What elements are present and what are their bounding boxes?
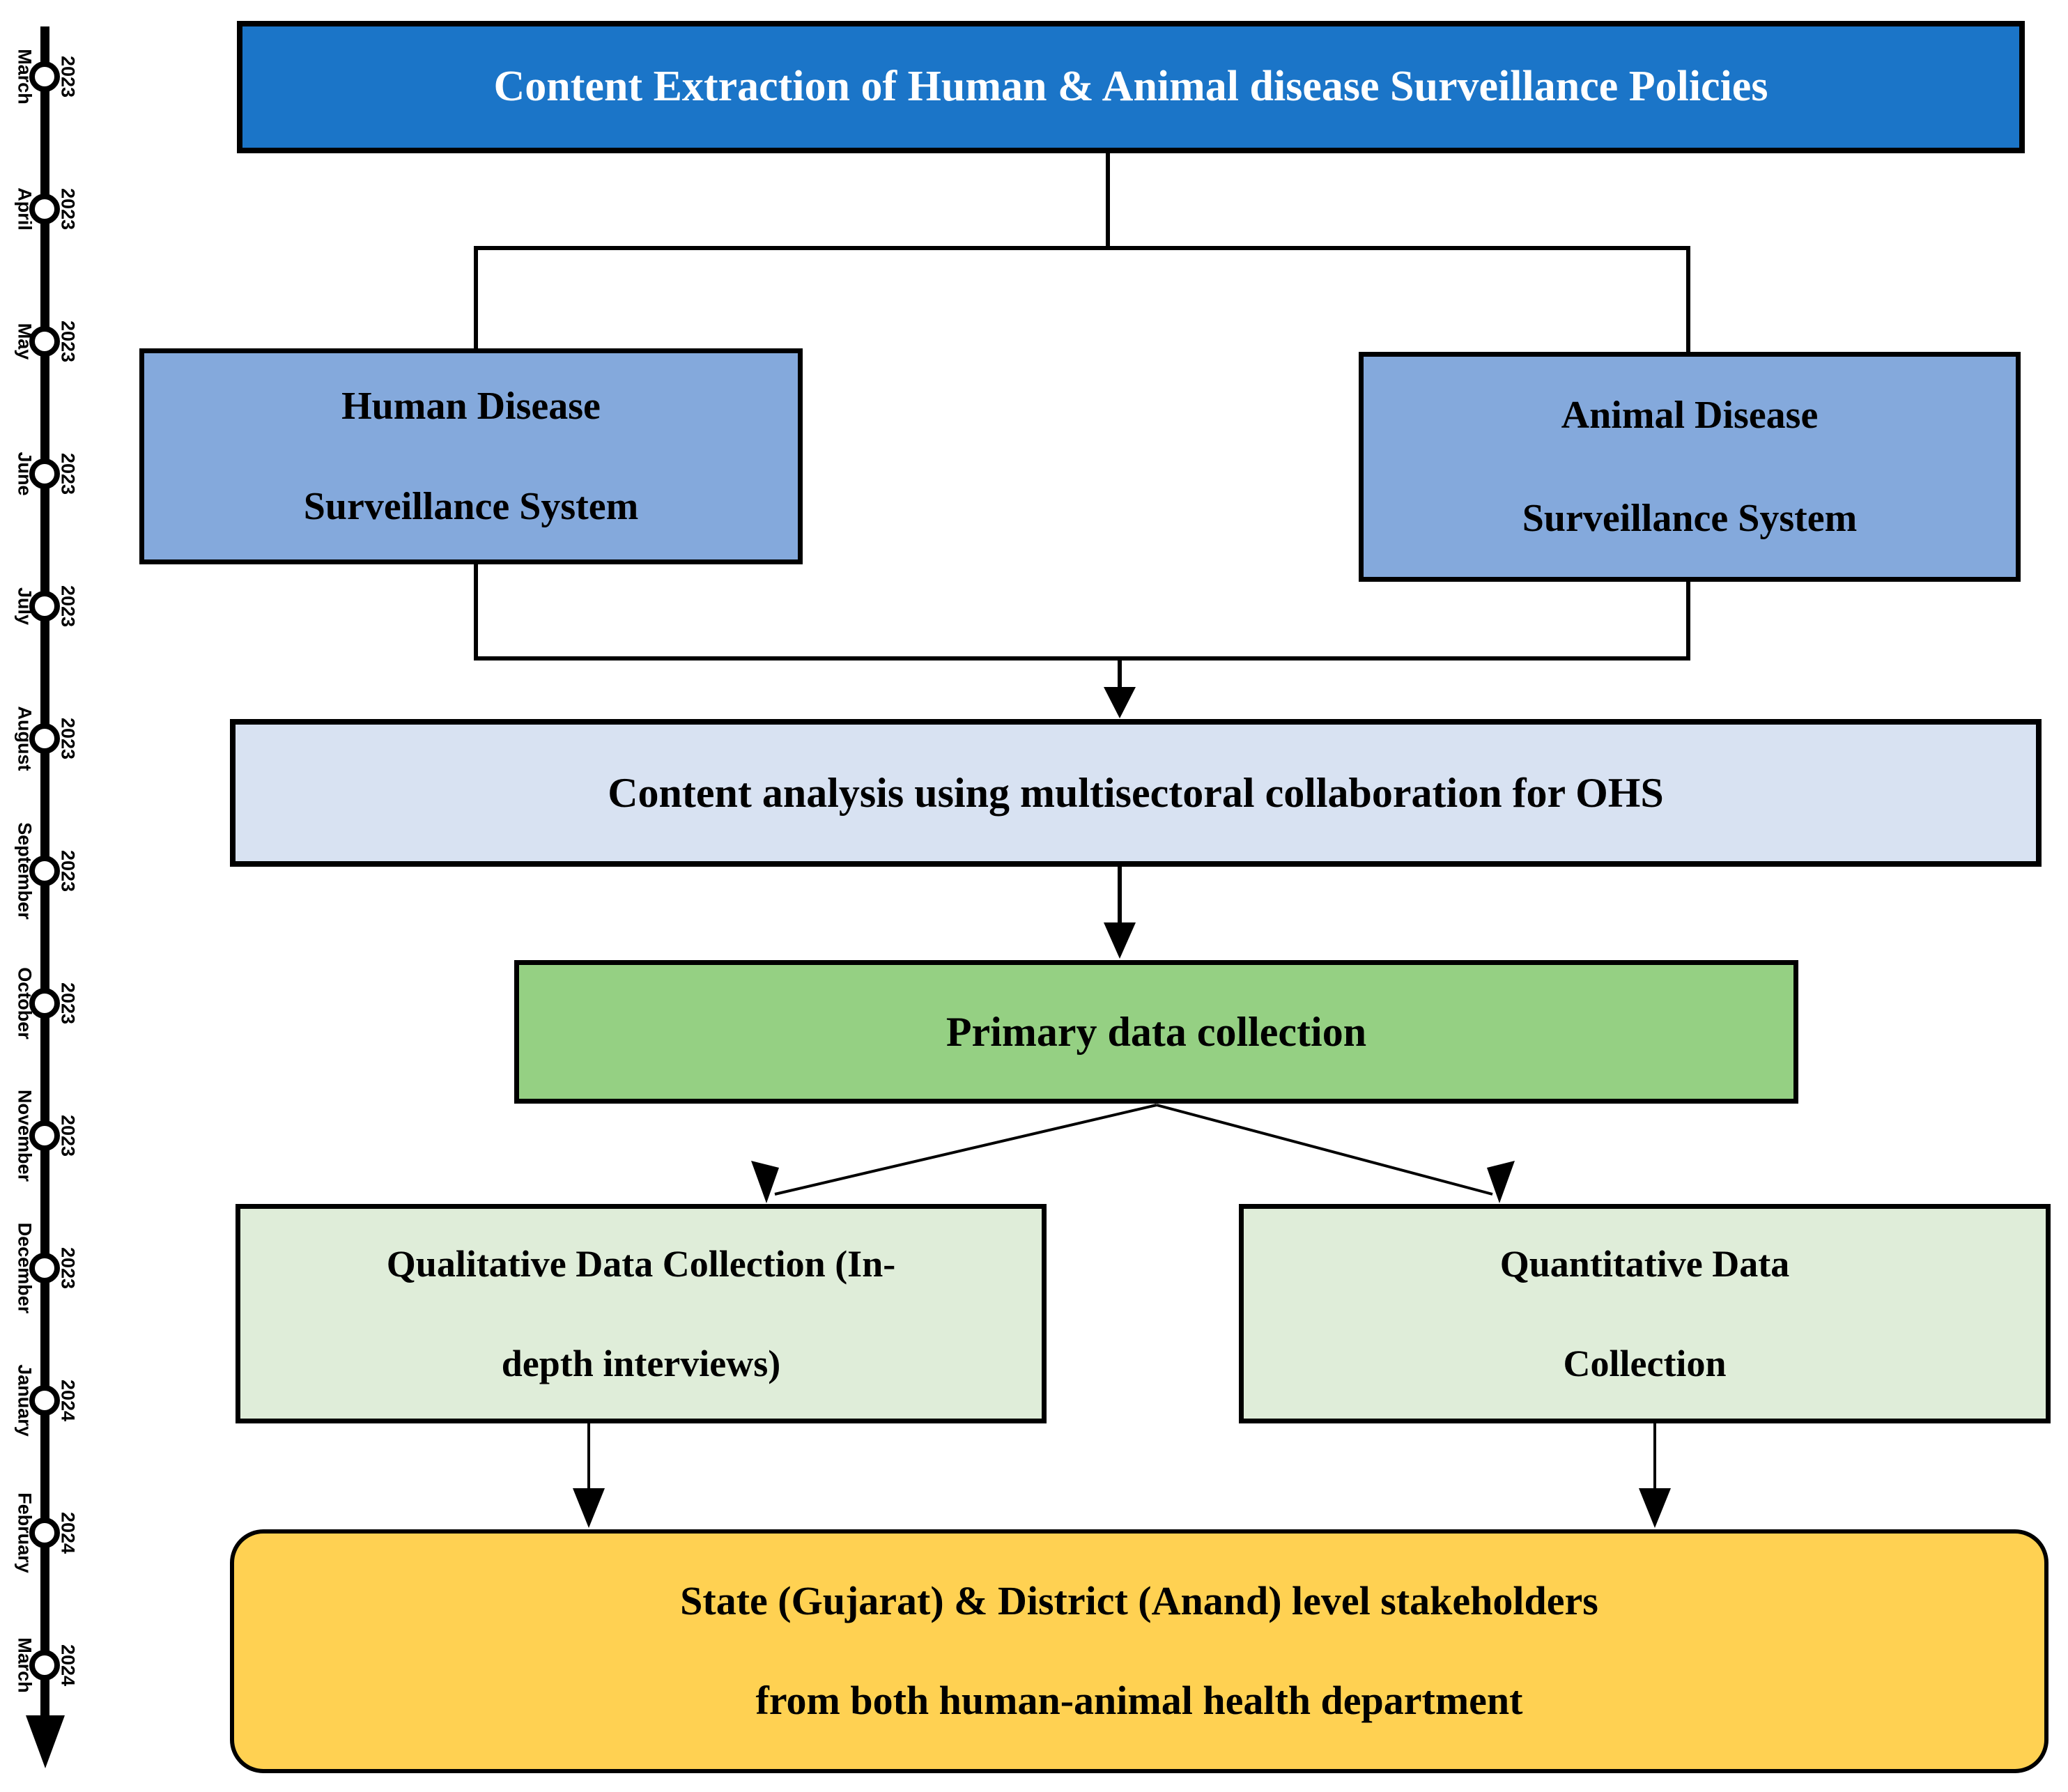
stakeholders-box-line1: State (Gujarat) & District (Anand) level… [680,1578,1598,1624]
arrowhead-right-into-stakeholders-icon [1639,1488,1671,1528]
arrowhead-into-primary-icon [1104,922,1136,959]
timeline-node-dot [29,458,60,489]
arrowhead-into-quantitative-icon [1487,1161,1515,1203]
human-box-line1: Human Disease [341,384,601,428]
timeline-node-dot [29,1517,60,1548]
timeline-node-dot [29,1120,60,1151]
qualitative-box-line1: Qualitative Data Collection (In- [386,1243,896,1285]
arrowhead-left-into-stakeholders-icon [573,1488,605,1528]
arrowhead-into-content-analysis-icon [1104,687,1136,718]
stakeholders-box-line2: from both human-animal health department [755,1678,1523,1723]
timeline-node-dot [29,326,60,357]
timeline-node-dot [29,1650,60,1681]
quantitative-box-line1: Quantitative Data [1499,1243,1790,1285]
animal-box-line1: Animal Disease [1561,393,1819,437]
qualitative-box-line2: depth interviews) [501,1342,781,1384]
quantitative-box-line2: Collection [1563,1342,1727,1384]
timeline-node-dot [29,194,60,224]
content-analysis-label: Content analysis using multisectoral col… [608,769,1664,816]
qualitative-data-collection-box: Qualitative Data Collection (In- depth i… [236,1204,1047,1423]
content-extraction-box: Content Extraction of Human & Animal dis… [237,21,2025,153]
animal-box-line2: Surveillance System [1522,497,1858,540]
content-analysis-box: Content analysis using multisectoral col… [230,719,2042,867]
arrowhead-into-qualitative-icon [751,1161,779,1203]
content-extraction-label: Content Extraction of Human & Animal dis… [493,63,1768,111]
timeline-node-dot [29,1385,60,1416]
timeline-node-dot [29,856,60,886]
animal-disease-surveillance-box: Animal Disease Surveillance System [1359,352,2021,582]
primary-data-collection-label: Primary data collection [946,1008,1367,1055]
timeline-node-dot [29,1253,60,1283]
quantitative-data-collection-box: Quantitative Data Collection [1239,1204,2051,1423]
timeline-arrowhead-icon [26,1715,65,1768]
connector-diagonal-right [1156,1104,1493,1196]
timeline-node-dot [29,723,60,754]
human-disease-surveillance-box: Human Disease Surveillance System [139,348,803,564]
connector-diagonal-left [774,1104,1157,1196]
primary-data-collection-box: Primary data collection [514,960,1798,1104]
timeline-node-dot [29,591,60,621]
stakeholders-box: State (Gujarat) & District (Anand) level… [230,1529,2048,1773]
timeline-node-dot [29,61,60,92]
human-box-line2: Surveillance System [303,485,639,528]
timeline-node-dot [29,988,60,1019]
